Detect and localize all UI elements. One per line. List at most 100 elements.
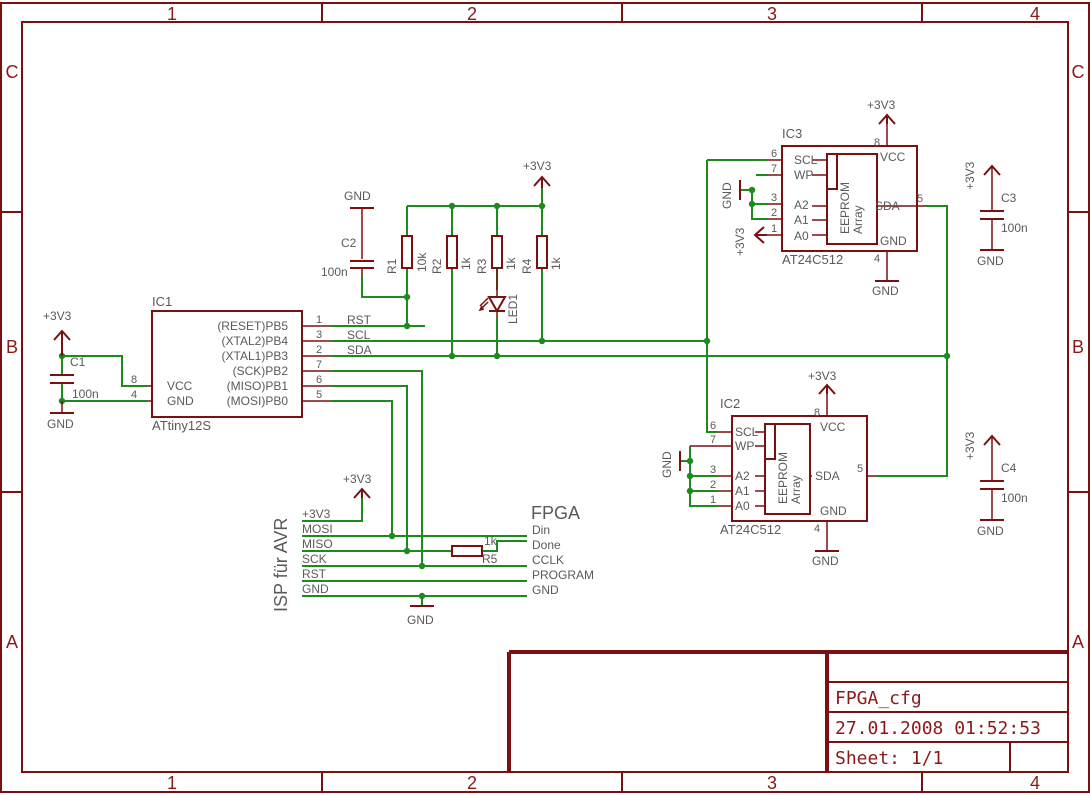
- gnd-c3-label: GND: [977, 254, 1004, 268]
- supply-3v3-top-label: +3V3: [523, 159, 552, 173]
- row-label-right-b: B: [1072, 337, 1084, 357]
- title-block-name: FPGA_cfg: [835, 688, 922, 709]
- col-label-top-2: 2: [467, 4, 477, 24]
- ic2-pin-gnd: GND: [820, 504, 847, 518]
- ic2-pin-a2: A2: [735, 469, 750, 483]
- ic2-pin-num-1: 1: [710, 494, 716, 506]
- ic2-pin-scl: SCL: [735, 425, 759, 439]
- title-block-date: 27.01.2008 01:52:53: [835, 718, 1041, 739]
- ic2-value: AT24C512: [720, 522, 781, 537]
- gnd-c3: GND: [977, 249, 1004, 268]
- ic2-array-label-bottom: Array: [789, 475, 803, 504]
- gnd-c2-label: GND: [344, 189, 371, 203]
- resistor-r5: 1k R5: [451, 534, 498, 566]
- net-label-rst: RST: [347, 313, 372, 327]
- isp-title: ISP für AVR: [271, 518, 291, 612]
- r3-name: R3: [475, 258, 489, 274]
- ic1-pin-num-3: 3: [316, 329, 322, 341]
- ic3-name: IC3: [782, 126, 802, 141]
- ic1-pin-pb5: (RESET)PB5: [217, 319, 288, 333]
- r5-name: R5: [482, 552, 498, 566]
- ic3-value: AT24C512: [782, 252, 843, 267]
- ic3-pin-a1: A1: [794, 213, 809, 227]
- ic2-name: IC2: [720, 396, 740, 411]
- ic2-pin-a0: A0: [735, 499, 750, 513]
- ic1-attiny12s: IC1 ATtiny12S (RESET)PB5 (XTAL2)PB4 (XTA…: [131, 294, 372, 433]
- row-label-left-b: B: [6, 337, 18, 357]
- led1-name: LED1: [506, 294, 520, 324]
- gnd-ic3-addr-label: GND: [720, 182, 734, 209]
- c1-name: C1: [70, 355, 86, 369]
- ic1-pin-num-1: 1: [316, 314, 322, 326]
- isp-line-miso: MISO: [302, 537, 333, 551]
- fpga-line-cclk: CCLK: [532, 553, 564, 567]
- capacitor-c3: C3 100n: [980, 166, 1028, 250]
- col-label-top-3: 3: [767, 4, 777, 24]
- supply-3v3-isp: +3V3: [343, 472, 372, 499]
- r3-value: 1k: [504, 256, 518, 270]
- title-block: FPGA_cfg 27.01.2008 01:52:53 Sheet: 1/1: [507, 650, 1068, 772]
- ic3-pin-a2: A2: [794, 198, 809, 212]
- fpga-line-done: Done: [532, 538, 561, 552]
- gnd-c2: GND: [344, 189, 374, 209]
- col-label-bottom-4: 4: [1030, 773, 1040, 793]
- ic2-pin-vcc: VCC: [820, 420, 846, 434]
- ic1-pin-pb4: (XTAL2)PB4: [222, 334, 289, 348]
- ic3-pin-gnd: GND: [880, 234, 907, 248]
- ic2-array-label-top: EEPROM: [776, 452, 790, 504]
- col-label-bottom-1: 1: [167, 773, 177, 793]
- gnd-ic3-addr: GND: [720, 180, 741, 209]
- isp-line-3v3: +3V3: [302, 507, 331, 521]
- ic3-pin-num-4: 4: [874, 253, 880, 265]
- ic2-pin-num-7: 7: [710, 434, 716, 446]
- wires: [61, 159, 948, 606]
- ic2-at24c512: IC2 AT24C512 SCL WP A2 A1 A0 6 7 3 2 1 V…: [690, 394, 875, 551]
- junctions: [58, 186, 951, 600]
- gnd-isp-label: GND: [407, 613, 434, 627]
- fpga-title: FPGA: [531, 503, 580, 523]
- gnd-ic2-addr: GND: [660, 451, 681, 478]
- supply-3v3-isp-label: +3V3: [343, 472, 372, 486]
- resistor-r3: R3 1k: [475, 235, 518, 274]
- col-label-top-1: 1: [167, 4, 177, 24]
- isp-line-rst: RST: [302, 567, 327, 581]
- ic2-pin-wp: WP: [735, 439, 754, 453]
- ic1-pin-gnd: GND: [167, 394, 194, 408]
- col-label-top-4: 4: [1030, 4, 1040, 24]
- r4-name: R4: [520, 258, 534, 274]
- ic2-pin-num-2: 2: [710, 479, 716, 491]
- gnd-c1-label: GND: [47, 417, 74, 431]
- c1-value: 100n: [72, 387, 99, 401]
- supply-3v3-c3-label: +3V3: [963, 161, 977, 190]
- supply-3v3-ic2: +3V3: [808, 369, 837, 395]
- ic3-pin-num-6: 6: [771, 148, 777, 160]
- net-label-sda: SDA: [347, 343, 372, 357]
- ic2-pin-num-6: 6: [710, 420, 716, 432]
- row-label-left-c: C: [6, 62, 19, 82]
- c3-value: 100n: [1001, 221, 1028, 235]
- supply-3v3-ic1: +3V3: [43, 309, 72, 356]
- gnd-ic3: GND: [872, 280, 899, 298]
- row-label-right-a: A: [1072, 632, 1084, 652]
- ic1-pin-num-7: 7: [316, 359, 322, 371]
- ic2-pin-num-4: 4: [814, 523, 820, 535]
- ic2-pin-num-8: 8: [814, 407, 820, 419]
- title-block-sheet: Sheet: 1/1: [835, 748, 943, 769]
- supply-3v3-ic1-label: +3V3: [43, 309, 72, 323]
- fpga-line-gnd: GND: [532, 583, 559, 597]
- gnd-ic2-addr-label: GND: [660, 451, 674, 478]
- gnd-c4: GND: [977, 519, 1004, 538]
- c2-value: 100n: [321, 265, 348, 279]
- ic3-array-label-bottom: Array: [851, 205, 865, 234]
- supply-3v3-ic3: +3V3: [867, 98, 896, 125]
- supply-3v3-c4-label: +3V3: [963, 431, 977, 460]
- ic1-pin-num-6: 6: [316, 374, 322, 386]
- supply-3v3-c4: +3V3: [963, 431, 1001, 460]
- ic1-pin-pb1: (MISO)PB1: [227, 379, 289, 393]
- ic3-pin-num-8: 8: [874, 137, 880, 149]
- ic3-pin-num-3: 3: [771, 192, 777, 204]
- gnd-ic2: GND: [812, 550, 839, 568]
- r1-name: R1: [385, 258, 399, 274]
